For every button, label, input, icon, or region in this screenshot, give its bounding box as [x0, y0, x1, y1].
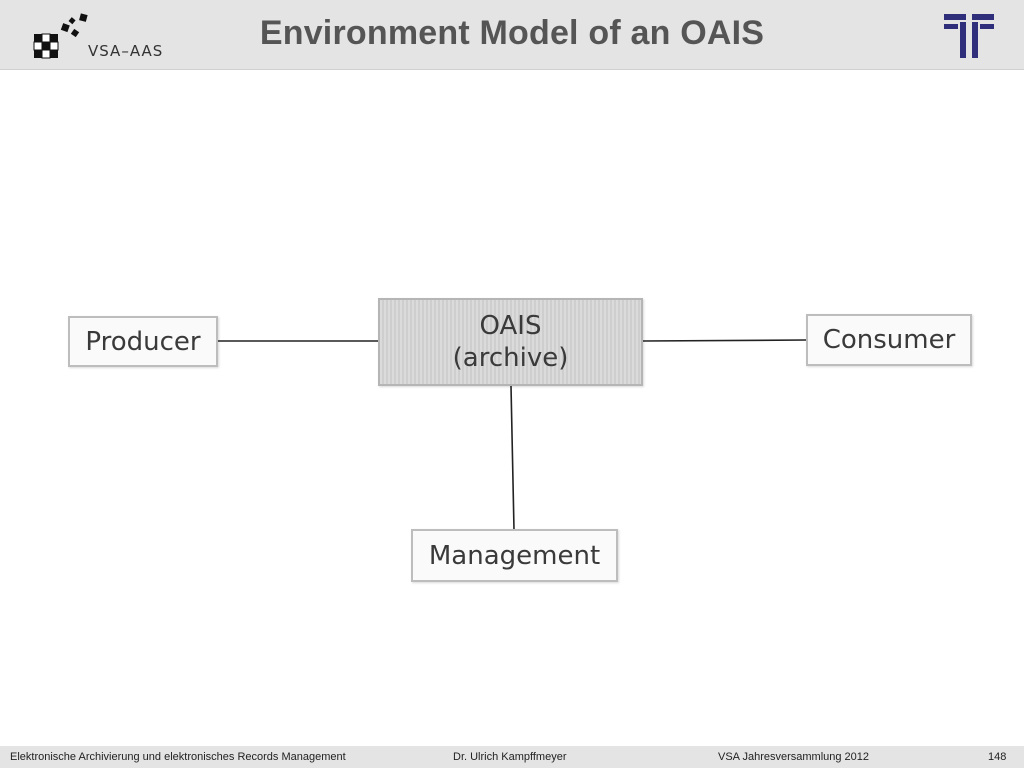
- footer-page-number: 148: [988, 751, 1007, 763]
- slide-footer: Elektronische Archivierung und elektroni…: [0, 746, 1024, 768]
- consumer-node: Consumer: [806, 314, 972, 366]
- institution-logo-icon: [944, 14, 994, 58]
- management-node: Management: [411, 529, 618, 582]
- edge-oais-management: [510, 385, 515, 531]
- oais-label: OAIS: [479, 311, 542, 341]
- slide-title: Environment Model of an OAIS: [259, 14, 765, 52]
- vsa-aas-logo-icon: [33, 13, 88, 59]
- footer-course: Elektronische Archivierung und elektroni…: [10, 751, 346, 763]
- logo-text: VSA–AAS: [88, 42, 164, 60]
- producer-label: Producer: [85, 326, 201, 357]
- connector-lines: [218, 339, 807, 531]
- consumer-label: Consumer: [822, 325, 956, 355]
- oais-environment-diagram: Producer OAIS (archive) Consumer Managem…: [0, 70, 1024, 746]
- producer-node: Producer: [68, 316, 218, 367]
- edge-oais-consumer: [642, 339, 807, 342]
- footer-author: Dr. Ulrich Kampffmeyer: [453, 751, 567, 763]
- slide-header: VSA–AAS Environment Model of an OAIS: [0, 0, 1024, 70]
- management-label: Management: [428, 540, 601, 571]
- archive-label: (archive): [452, 343, 569, 373]
- oais-archive-node: OAIS (archive): [378, 298, 643, 386]
- footer-event: VSA Jahresversammlung 2012: [718, 751, 870, 763]
